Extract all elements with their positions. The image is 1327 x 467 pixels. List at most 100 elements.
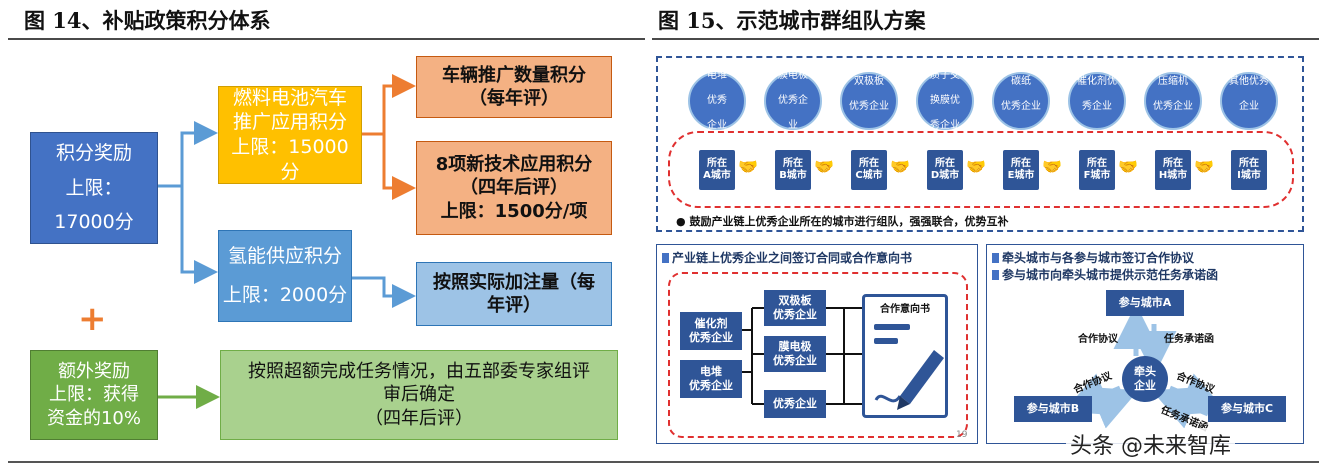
- enterprise-ellipse: 碳纸优秀企业: [992, 72, 1050, 130]
- cities-group-outline: [668, 131, 1294, 208]
- enterprise-ellipse: 质子交换膜优秀企业: [916, 69, 974, 131]
- fuel-cell-line4: 分: [280, 160, 300, 183]
- hydrogen-line2: 上限：2000分: [222, 284, 348, 306]
- extra-eval-line2: 审后确定: [383, 384, 455, 406]
- points-reward-line2: 上限：: [65, 176, 123, 199]
- enterprise-ellipse: 催化剂优秀企业: [1068, 72, 1126, 130]
- bullet-text: 鼓励产业链上优秀企业所在的城市进行组队，强强联合，优势互补: [689, 215, 1009, 228]
- city-panel-title2: 参与城市向牵头城市提供示范任务承诺函: [992, 266, 1218, 283]
- handshake-icon: 🤝: [738, 157, 758, 176]
- contract-panel-title: 产业链上优秀企业之间签订合同或合作意向书: [662, 249, 912, 266]
- points-reward-box: 积分奖励 上限： 17000分: [30, 132, 158, 244]
- page-number: 19: [956, 430, 968, 440]
- bullet-icon: ●: [676, 215, 686, 228]
- enterprise-label: 换膜优: [930, 94, 960, 106]
- enterprise-label: 秀企业: [930, 119, 960, 131]
- points-reward-line1: 积分奖励: [55, 141, 132, 164]
- hydrogen-points-box: 氢能供应积分 上限：2000分: [218, 230, 352, 322]
- vehicle-points-line1: 车辆推广数量积分: [442, 64, 586, 86]
- extra-reward-line2: 上限：获得: [49, 384, 139, 406]
- enterprise-label: 催化剂优: [1077, 76, 1117, 87]
- hydrogen-eval-line2: 年评）: [487, 295, 541, 316]
- left-figure-title: 图 14、补贴政策积分体系: [24, 8, 271, 33]
- handshake-icon: 🤝: [966, 157, 986, 176]
- city-panel-title1: 牵头城市与各参与城市签订合作协议: [992, 249, 1194, 266]
- enterprise-label: 优秀企业: [1153, 101, 1193, 112]
- contract-panel: [656, 244, 978, 444]
- right-figure-title: 图 15、示范城市群组队方案: [658, 8, 926, 33]
- team-bullet-note: ● 鼓励产业链上优秀企业所在的城市进行组队，强强联合，优势互补: [676, 213, 1008, 229]
- fuel-cell-points-box: 燃料电池汽车 推广应用积分 上限：15000 分: [218, 86, 362, 184]
- city-label: 所在: [935, 157, 955, 169]
- tech-points-box: 8项新技术应用积分 （四年后评） 上限：1500分/项: [416, 141, 612, 235]
- enterprise-label: 优秀企业: [849, 101, 889, 112]
- hydrogen-eval-box: 按照实际加注量（每 年评）: [416, 262, 612, 326]
- catalyst-enterprise-box: 催化剂优秀企业: [680, 312, 742, 350]
- enterprise-ellipse: 压缩机优秀企业: [1144, 72, 1202, 130]
- enterprise-label: 企业: [707, 119, 727, 131]
- participating-city-a-box: 参与城市A: [1106, 290, 1184, 316]
- enterprise-ellipse: 电堆优秀企业: [688, 69, 746, 131]
- handshake-icon: 🤝: [890, 157, 910, 176]
- enterprise-ellipse: 其他优秀企业: [1220, 72, 1278, 130]
- participating-city-b-box: 参与城市B: [1014, 396, 1092, 422]
- extra-reward-line1: 额外奖励: [58, 360, 130, 382]
- vehicle-points-box: 车辆推广数量积分 （每年评）: [416, 56, 612, 118]
- bipolar-enterprise-box: 双极板优秀企业: [764, 290, 826, 326]
- points-reward-line3: 17000分: [54, 211, 134, 234]
- enterprise-label: 优秀企: [778, 94, 808, 106]
- handshake-icon: 🤝: [814, 157, 834, 176]
- handshake-icon: 🤝: [1042, 157, 1062, 176]
- doc-title: 合作意向书: [880, 304, 930, 315]
- extra-eval-line3: （四年后评）: [365, 407, 473, 429]
- fuel-cell-line1: 燃料电池汽车: [232, 86, 347, 109]
- enterprise-label: 业: [788, 119, 798, 131]
- right-title-rule: [652, 38, 1319, 40]
- enterprise-ellipse: 双极板优秀企业: [840, 72, 898, 130]
- hydrogen-eval-line1: 按照实际加注量（每: [433, 271, 595, 293]
- lead-city-circle: 牵头企业: [1122, 356, 1168, 402]
- handshake-icon: 🤝: [1194, 157, 1214, 176]
- watermark: 头条 @未来智库: [1066, 428, 1235, 460]
- extra-eval-box: 按照超额完成任务情况，由五部委专家组评 审后确定 （四年后评）: [220, 350, 618, 440]
- enterprise-label: 质子交: [930, 69, 960, 81]
- enterprise-label: 优秀: [707, 94, 727, 106]
- team-formation-panel: [656, 56, 1304, 232]
- stack-enterprise-box: 电堆优秀企业: [680, 360, 742, 398]
- enterprise-label: 压缩机: [1158, 76, 1188, 87]
- extra-reward-box: 额外奖励 上限：获得 资金的10%: [30, 350, 158, 440]
- city-label: I城市: [1237, 170, 1261, 181]
- hydrogen-line1: 氢能供应积分: [227, 245, 342, 268]
- fuel-cell-line3: 上限：15000: [231, 136, 349, 158]
- city-label: B城市: [779, 170, 807, 181]
- city-label: 所在: [1011, 157, 1031, 169]
- agreement-label: 合作协议: [1078, 334, 1118, 345]
- tech-points-line3: 上限：1500分/项: [440, 200, 588, 222]
- city-label: A城市: [703, 170, 731, 181]
- enterprise-label: 电堆: [707, 69, 727, 81]
- left-title-rule: [8, 38, 645, 40]
- enterprise-ellipse: 膜电极优秀企业: [764, 70, 822, 131]
- city-label: 所在: [1087, 157, 1107, 169]
- enterprise-label: 秀企业: [1082, 101, 1112, 112]
- city-label: F城市: [1083, 170, 1111, 181]
- tech-points-line2: （四年后评）: [460, 177, 568, 199]
- handshake-icon: 🤝: [1118, 157, 1138, 176]
- enterprise-label: 企业: [1239, 101, 1259, 112]
- excellent-enterprise-box: 优秀企业: [764, 390, 826, 418]
- commitment-label: 任务承诺函: [1164, 334, 1214, 345]
- fuel-cell-line2: 推广应用积分: [232, 111, 347, 134]
- extra-eval-line1: 按照超额完成任务情况，由五部委专家组评: [248, 360, 590, 382]
- city-label: C城市: [855, 170, 883, 181]
